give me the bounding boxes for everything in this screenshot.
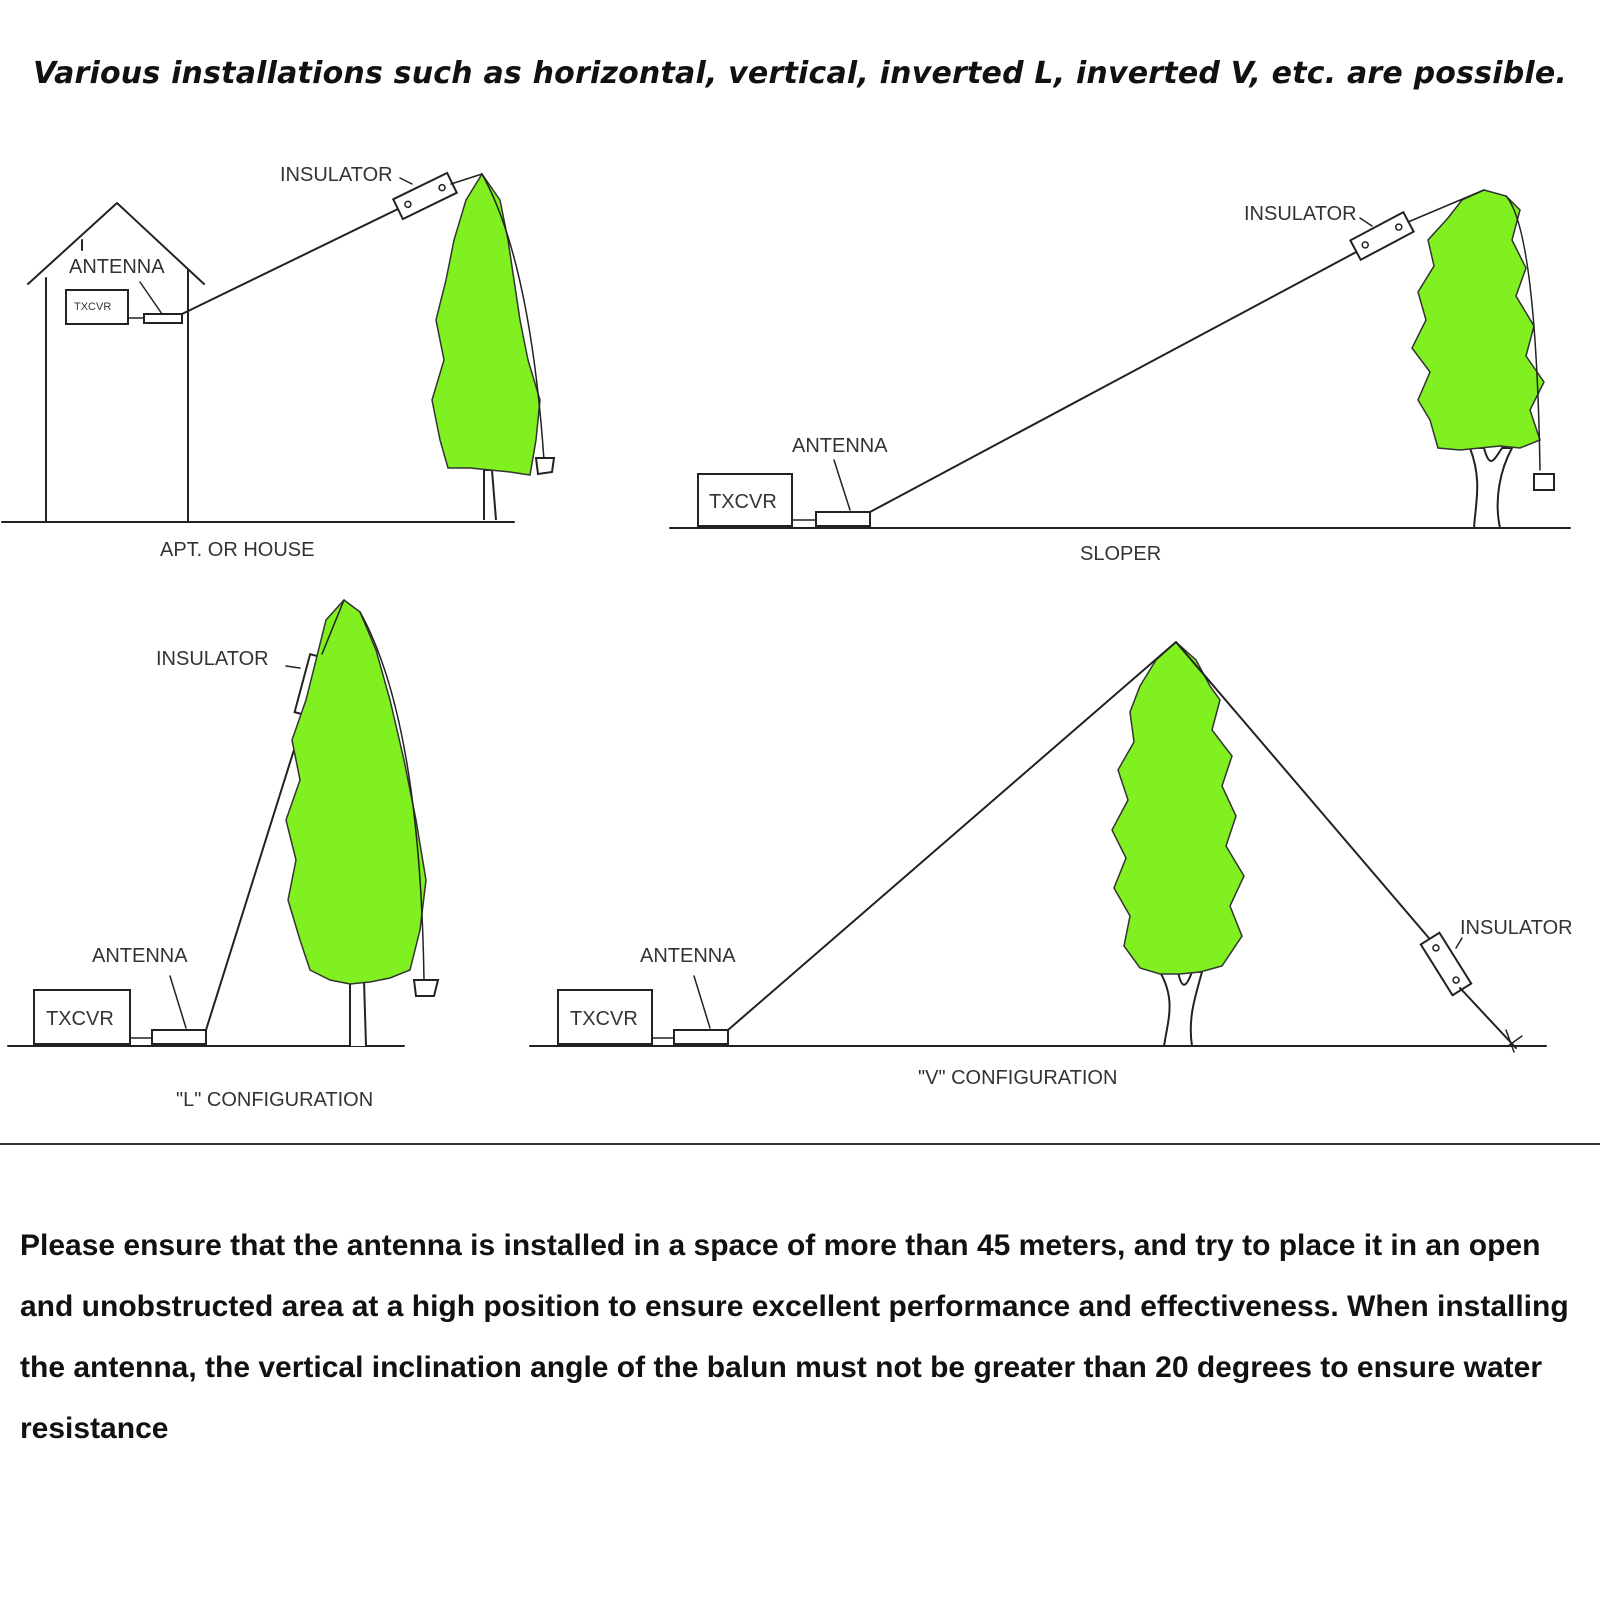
antenna-leader (169, 975, 187, 1029)
antenna-leader (693, 975, 711, 1029)
house-outline (27, 202, 205, 523)
wire-tail (321, 599, 345, 655)
tree-trunk (1159, 971, 1203, 1047)
antenna-label: ANTENNA (69, 256, 165, 278)
panel-l-configuration: TXCVR ANTENNA INSULATOR "L" CONFIGURATIO… (7, 598, 440, 1111)
txcvr-box (65, 289, 129, 325)
balun-box (143, 313, 183, 324)
installation-note: Please ensure that the antenna is instal… (20, 1229, 1569, 1445)
panel-sloper: TXCVR ANTENNA INSULATOR SLOPER (669, 189, 1571, 565)
txcvr-box (33, 989, 131, 1045)
antenna-wire (181, 207, 401, 315)
balun-box (673, 1029, 729, 1045)
insulator (1348, 210, 1416, 262)
antenna-label: ANTENNA (792, 435, 888, 457)
txcvr-label: TXCVR (570, 1008, 638, 1030)
wire-drop (1505, 195, 1541, 471)
tree-foliage (1111, 640, 1245, 975)
headline: Various installations such as horizontal… (32, 56, 1568, 91)
txcvr-label: TXCVR (74, 301, 111, 313)
balun-box (815, 511, 871, 527)
wire-drop (359, 611, 425, 981)
guy-wire-end (1459, 987, 1517, 1049)
tree-foliage (1411, 189, 1545, 451)
end-weight (1533, 473, 1555, 491)
insulator-label: INSULATOR (1460, 917, 1573, 939)
end-weight (534, 457, 556, 476)
insulator-label: INSULATOR (156, 648, 269, 670)
txcvr-box (557, 989, 653, 1045)
tree-trunk (349, 979, 367, 1047)
wire-drop (481, 173, 545, 461)
insulator-leader (399, 177, 413, 185)
txcvr-label: TXCVR (46, 1008, 114, 1030)
antenna-label: ANTENNA (640, 945, 736, 967)
antenna-wire (869, 249, 1361, 513)
wire-tail (450, 173, 483, 185)
ground-stake (1505, 1029, 1523, 1053)
panel-v-configuration: TXCVR ANTENNA INSULATOR "V" CONFIGURATIO… (529, 640, 1573, 1089)
balun-box (151, 1029, 207, 1045)
tree-trunk (483, 469, 497, 521)
insulator (1419, 931, 1473, 997)
panel-caption: "V" CONFIGURATION (918, 1067, 1117, 1089)
txcvr-box (697, 473, 793, 527)
panel-caption: APT. OR HOUSE (160, 539, 314, 561)
tree-foliage (285, 598, 427, 985)
insulator-leader (1455, 937, 1463, 949)
antenna-leader (139, 281, 163, 315)
section-divider (0, 1143, 1600, 1145)
wire-tail (1407, 189, 1485, 223)
antenna-wire (205, 717, 305, 1031)
end-weight (412, 979, 440, 997)
txcvr-label: TXCVR (709, 491, 777, 513)
insulator-leader (1359, 217, 1373, 227)
panel-caption: "L" CONFIGURATION (176, 1089, 373, 1111)
tree-foliage (431, 172, 541, 476)
insulator-leader (285, 665, 301, 669)
antenna-wire (727, 641, 1435, 1031)
insulator-label: INSULATOR (1244, 203, 1357, 225)
insulator (391, 171, 459, 221)
panel-caption: SLOPER (1080, 543, 1161, 565)
tree-trunk (1469, 447, 1513, 529)
antenna-leader (833, 459, 851, 511)
panel-apt-or-house: TXCVR ANTENNA INSULATOR APT. OR HOUSE (1, 164, 556, 561)
antenna-label: ANTENNA (92, 945, 188, 967)
insulator-label: INSULATOR (280, 164, 393, 186)
